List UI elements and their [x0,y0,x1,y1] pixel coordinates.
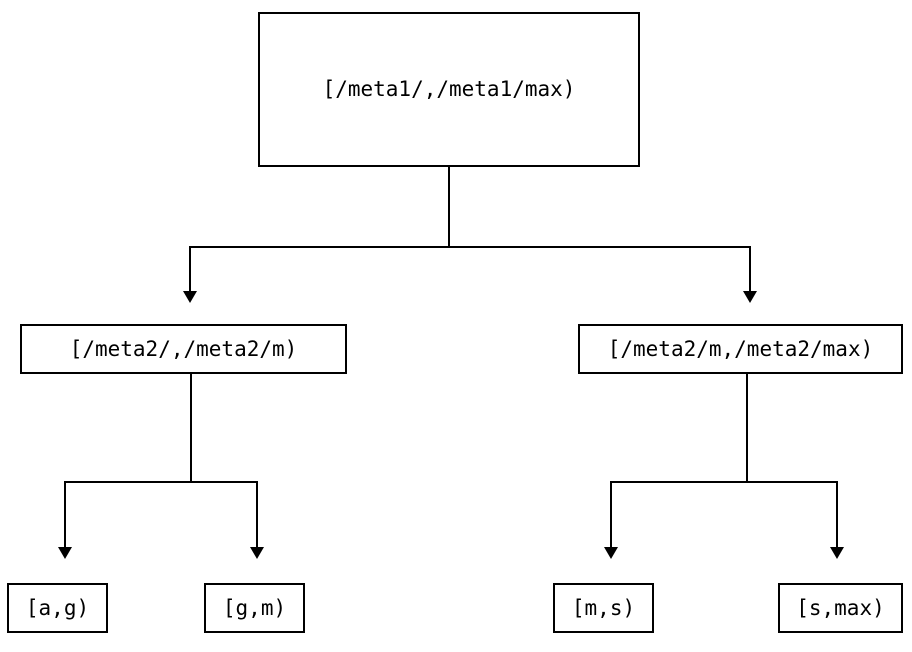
edge-root-to-mid-left-drop [189,246,191,292]
node-leaf-ag[interactable]: [a,g) [7,583,108,633]
arrowhead-icon-root-to-mid-left [183,291,197,303]
edge-mid-right-stem [746,374,748,482]
node-mid-left[interactable]: [/meta2/,/meta2/m) [20,324,347,374]
arrowhead-icon-mid-right-to-leaf-smax [830,547,844,559]
edge-mid-left-stem [190,374,192,482]
node-root[interactable]: [/meta1/,/meta1/max) [258,12,640,167]
edge-mid-right-crossbar [610,481,838,483]
node-leaf-gm-label: [g,m) [222,595,287,620]
node-leaf-ms-label: [m,s) [571,595,636,620]
arrowhead-icon-mid-right-to-leaf-ms [604,547,618,559]
edge-mid-left-crossbar [64,481,258,483]
edge-mid-left-to-leaf-ag-drop [64,481,66,548]
edge-mid-right-to-leaf-ms-drop [610,481,612,548]
arrowhead-icon-mid-left-to-leaf-ag [58,547,72,559]
node-leaf-ms[interactable]: [m,s) [553,583,654,633]
edge-root-to-mid-right-drop [749,246,751,292]
edge-root-stem [448,167,450,247]
edge-mid-right-to-leaf-smax-drop [836,481,838,548]
node-leaf-gm[interactable]: [g,m) [204,583,305,633]
arrowhead-icon-mid-left-to-leaf-gm [250,547,264,559]
arrowhead-icon-root-to-mid-right [743,291,757,303]
node-leaf-smax-label: [s,max) [796,595,885,620]
node-mid-right-label: [/meta2/m,/meta2/max) [607,336,874,361]
node-mid-left-label: [/meta2/,/meta2/m) [69,336,298,361]
node-leaf-smax[interactable]: [s,max) [778,583,903,633]
edge-mid-left-to-leaf-gm-drop [256,481,258,548]
node-root-label: [/meta1/,/meta1/max) [322,77,576,101]
node-leaf-ag-label: [a,g) [25,595,90,620]
edge-root-crossbar [189,246,750,248]
node-mid-right[interactable]: [/meta2/m,/meta2/max) [578,324,903,374]
